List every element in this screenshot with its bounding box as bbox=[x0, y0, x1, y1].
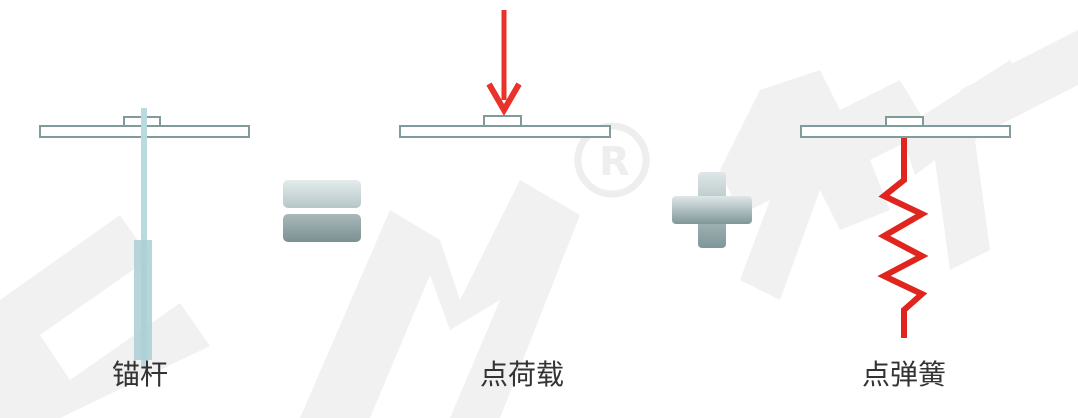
anchor-caption: 锚杆 bbox=[112, 358, 169, 391]
point-spring-figure bbox=[800, 116, 1011, 338]
point-spring-caption: 点弹簧 bbox=[862, 358, 947, 391]
anchor-grout-section bbox=[134, 240, 152, 360]
watermark-registered-mark bbox=[574, 122, 650, 198]
load-plate bbox=[399, 125, 611, 138]
equals-sign-icon bbox=[283, 180, 361, 242]
watermark-letter-d bbox=[0, 215, 210, 418]
plus-sign-icon bbox=[672, 172, 752, 248]
watermark-registered-r: R bbox=[599, 139, 630, 185]
point-load-figure bbox=[399, 10, 611, 138]
watermark-letter-m bbox=[300, 180, 580, 418]
spring-icon bbox=[877, 138, 929, 338]
anchor-figure bbox=[39, 108, 250, 368]
watermark: R bbox=[0, 30, 1078, 418]
spring-plate bbox=[800, 125, 1011, 138]
watermark-glyph-bar bbox=[960, 30, 1078, 130]
point-load-caption: 点荷载 bbox=[480, 358, 565, 391]
anchor-rod bbox=[141, 108, 147, 368]
down-arrow-icon bbox=[486, 10, 522, 117]
